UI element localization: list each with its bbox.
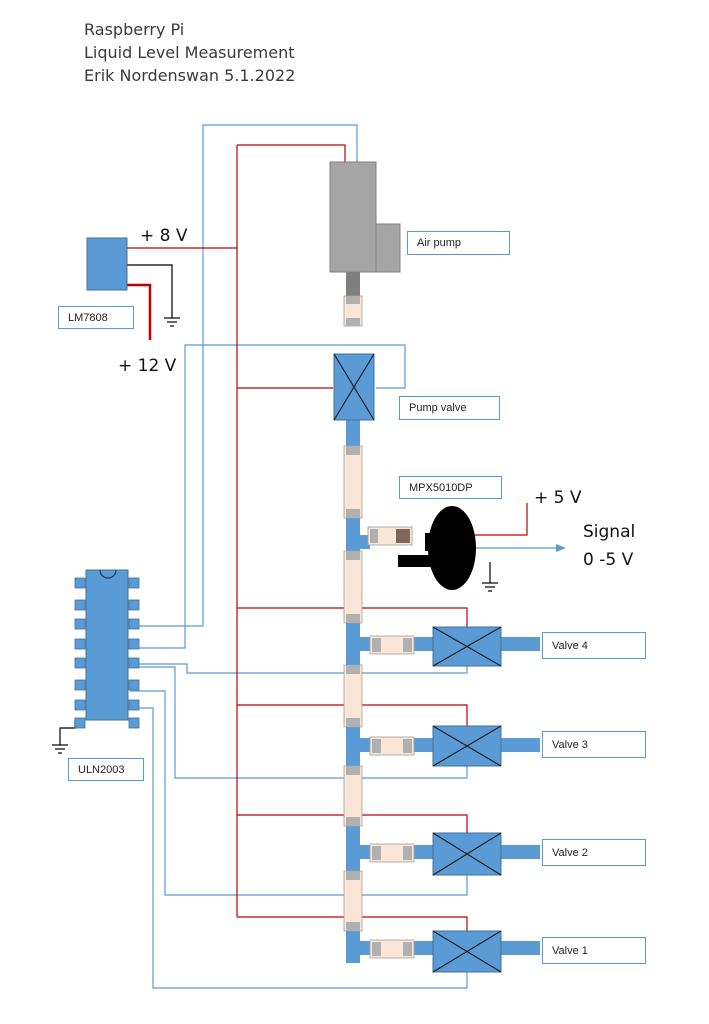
regulator-input-wire [127,283,152,340]
valve3-symbol [432,725,502,767]
valve1-symbol [432,930,502,973]
signal-arrow [476,544,566,552]
power-wires [127,144,528,931]
uln2003-chip [74,569,140,729]
ground-symbol-sensor [482,582,498,592]
uln2003-label: ULN2003 [68,758,144,781]
lm7808-regulator [86,237,128,291]
pump-valve-symbol [333,353,375,421]
valve3-label: Valve 3 [542,731,646,758]
control-wires [130,124,468,989]
mpx5010dp-label: MPX5010DP [399,476,502,499]
title-line-1: Raspberry Pi [84,20,185,39]
pump-valve-label: Pump valve [399,396,500,420]
valve2-control-wire [130,690,468,896]
vertical-connectors [343,295,363,932]
sensor-supply-wire [475,503,528,536]
pump-control-wire [130,124,358,627]
signal-range-label: 0 -5 V [583,550,634,570]
voltage-5v-label: + 5 V [534,488,582,508]
horizontal-connector-caps [370,529,412,956]
valve1-power-wire [237,916,468,931]
valve2-symbol [432,832,502,876]
valve2-label: Valve 2 [542,839,646,866]
title-line-3: Erik Nordenswan 5.1.2022 [84,66,296,85]
ground-symbol-driver [52,744,68,754]
valve2-power-wire [237,814,468,833]
valve3-power-wire [237,704,468,726]
pump-valve-control-wire [130,344,406,649]
valve1-label: Valve 1 [542,937,646,964]
air-pump-label: Air pump [407,231,510,255]
valve1-control-wire [130,707,468,989]
valve4-control-wire [130,663,468,674]
air-pump [329,161,401,296]
ground-symbol-regulator [164,317,180,327]
mpx5010dp-sensor [398,506,476,590]
lm7808-label: LM7808 [58,306,134,329]
chip-pins [74,577,140,729]
title-line-2: Liquid Level Measurement [84,43,295,62]
valve4-label: Valve 4 [542,632,646,659]
valve4-power-wire [237,607,468,627]
vertical-connector-caps [346,296,360,931]
signal-label: Signal [583,522,636,542]
valve4-symbol [432,626,502,667]
voltage-8v-label: + 8 V [140,226,188,246]
voltage-12v-label: + 12 V [118,356,177,376]
valve3-control-wire [130,666,468,779]
pump-power-wire [237,144,346,162]
